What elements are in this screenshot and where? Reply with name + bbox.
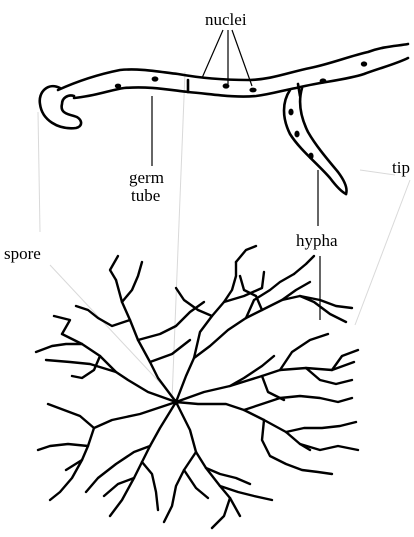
hyphal-branch <box>48 404 94 428</box>
label-spore: spore <box>4 244 41 263</box>
hyphal-branch <box>76 306 130 326</box>
germ-tube-wall-lower <box>74 58 408 98</box>
label-hypha: hypha <box>296 231 338 250</box>
hyphal-branch <box>230 356 274 386</box>
hyphal-branch <box>332 350 358 370</box>
hyphal-branch <box>286 422 356 432</box>
hyphal-branch <box>142 462 158 510</box>
hyphal-branch <box>72 356 100 378</box>
nuclei-leader <box>202 30 223 78</box>
hyphal-branch <box>244 396 352 410</box>
hyphal-branch <box>176 402 310 450</box>
nucleus <box>294 131 299 138</box>
nucleus <box>152 76 159 81</box>
label-nuclei: nuclei <box>205 10 247 29</box>
germ-tube-wall-upper <box>58 44 408 90</box>
hyphal-branch <box>212 498 230 528</box>
nuclei-group <box>115 61 367 159</box>
label-tube: tube <box>131 186 160 205</box>
nucleus <box>320 78 327 83</box>
hyphal-branch <box>50 460 82 500</box>
mycelium-colony <box>36 246 358 528</box>
hyphal-branch <box>320 300 352 308</box>
spore-outline <box>40 86 81 128</box>
hyphal-branch <box>176 288 212 316</box>
germinating-spore <box>40 44 408 194</box>
label-germ: germ <box>129 168 164 187</box>
hyphal-branch <box>280 334 328 370</box>
branch-hypha-wall-inner <box>300 88 347 194</box>
hyphal-branch <box>262 376 284 400</box>
label-tip: tip <box>392 158 410 177</box>
hyphal-branch <box>236 246 256 262</box>
nucleus <box>288 109 293 116</box>
nucleus <box>308 153 313 160</box>
nucleus <box>361 61 367 66</box>
hyphal-branch <box>150 340 190 362</box>
hyphal-branch <box>122 262 142 302</box>
hyphal-branch <box>184 470 208 498</box>
hyphal-branch <box>110 256 118 280</box>
hyphal-branch <box>220 486 272 500</box>
hyphal-branch <box>294 256 314 274</box>
hyphal-branch <box>36 344 82 352</box>
hyphal-branch <box>164 452 196 522</box>
nucleus <box>223 83 230 88</box>
colony-center-spore <box>173 399 179 405</box>
nucleus <box>249 88 256 93</box>
hyphal-branch <box>54 316 70 334</box>
hyphal-branch <box>38 444 88 450</box>
nucleus <box>115 84 121 89</box>
nuclei-leader <box>232 30 252 86</box>
